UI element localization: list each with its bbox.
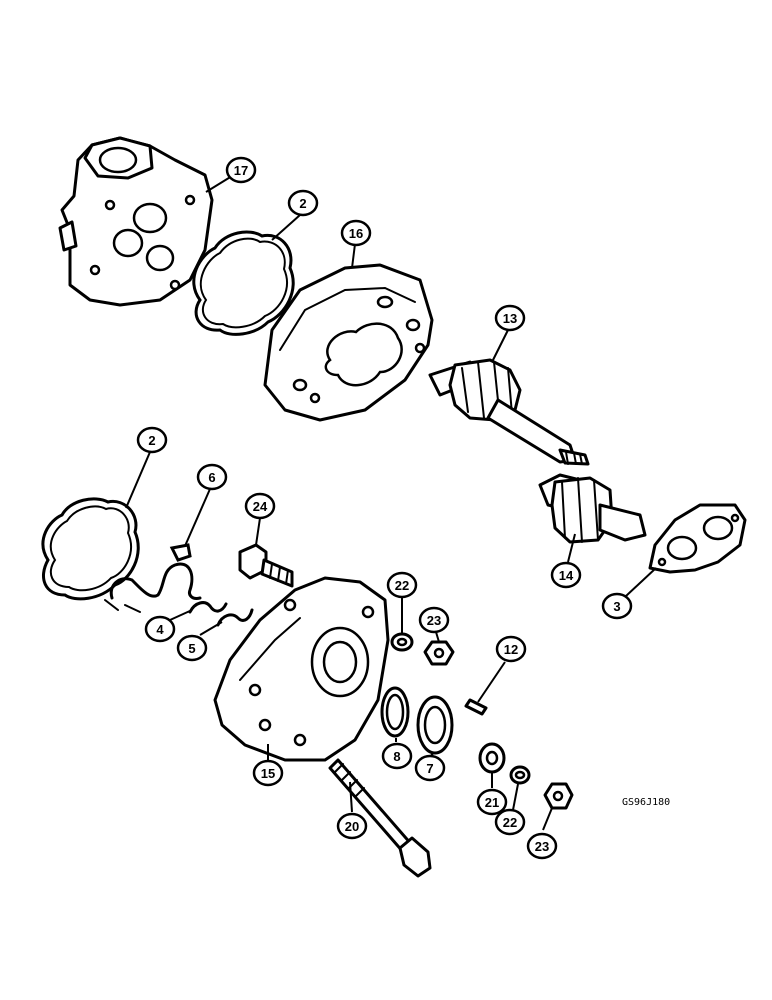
- callout-7: 7: [414, 754, 446, 782]
- callout-2-lower: 2: [136, 426, 168, 454]
- callout-13: 13: [494, 304, 526, 332]
- callouts: 17 2 16 13 2 6 24 14: [136, 156, 633, 860]
- callout-2-upper: 2: [287, 189, 319, 217]
- callout-23-lower: 23: [526, 832, 558, 860]
- callout-5: 5: [176, 634, 208, 662]
- callout-8: 8: [381, 742, 413, 770]
- part-lock-washer-upper: [390, 632, 414, 652]
- svg-text:2: 2: [299, 196, 306, 211]
- part-front-housing: [213, 576, 390, 762]
- svg-text:23: 23: [535, 839, 549, 854]
- part-o-ring-upper: [192, 230, 295, 336]
- part-flat-washer: [478, 742, 506, 774]
- callout-23-upper: 23: [418, 606, 450, 634]
- svg-text:24: 24: [253, 499, 268, 514]
- svg-text:2: 2: [148, 433, 155, 448]
- callout-22-lower: 22: [494, 808, 526, 836]
- svg-text:5: 5: [188, 641, 195, 656]
- part-nut-upper: [423, 640, 455, 666]
- callout-15: 15: [252, 759, 284, 787]
- svg-text:17: 17: [234, 163, 248, 178]
- part-small-clip-4: [188, 601, 228, 614]
- svg-text:12: 12: [504, 642, 518, 657]
- callout-3: 3: [601, 592, 633, 620]
- svg-text:3: 3: [613, 599, 620, 614]
- part-drive-shaft: [428, 358, 590, 466]
- leader-lines: [125, 175, 657, 831]
- callout-4: 4: [144, 615, 176, 643]
- svg-text:20: 20: [345, 819, 359, 834]
- part-small-clip-5: [216, 608, 254, 627]
- svg-text:4: 4: [156, 622, 164, 637]
- svg-text:8: 8: [393, 749, 400, 764]
- part-key: [464, 698, 488, 716]
- svg-text:6: 6: [208, 470, 215, 485]
- svg-text:22: 22: [503, 815, 517, 830]
- callout-24: 24: [244, 492, 276, 520]
- callout-6: 6: [196, 463, 228, 491]
- callout-16: 16: [340, 219, 372, 247]
- svg-text:14: 14: [559, 568, 574, 583]
- svg-text:15: 15: [261, 766, 275, 781]
- callout-20: 20: [336, 812, 368, 840]
- svg-text:7: 7: [426, 761, 433, 776]
- svg-text:23: 23: [427, 613, 441, 628]
- callout-21: 21: [476, 788, 508, 816]
- callout-17: 17: [225, 156, 257, 184]
- part-gasket-plate: [648, 503, 747, 574]
- part-backup-ring: [380, 686, 410, 738]
- callout-12: 12: [495, 635, 527, 663]
- svg-text:22: 22: [395, 578, 409, 593]
- svg-text:13: 13: [503, 311, 517, 326]
- part-bolt-24: [238, 543, 294, 588]
- part-lock-washer-lower: [509, 765, 531, 785]
- svg-text:16: 16: [349, 226, 363, 241]
- part-oil-seal: [416, 695, 454, 755]
- part-gear-body: [263, 263, 434, 422]
- callout-14: 14: [550, 561, 582, 589]
- part-driven-gear: [538, 473, 647, 544]
- drawing-code: GS96J180: [622, 797, 670, 808]
- part-wire-clip: [104, 543, 202, 613]
- part-nut-lower: [543, 782, 574, 810]
- part-rear-cover: [58, 136, 214, 307]
- part-o-ring-lower: [41, 497, 140, 601]
- svg-text:21: 21: [485, 795, 499, 810]
- callout-22-upper: 22: [386, 571, 418, 599]
